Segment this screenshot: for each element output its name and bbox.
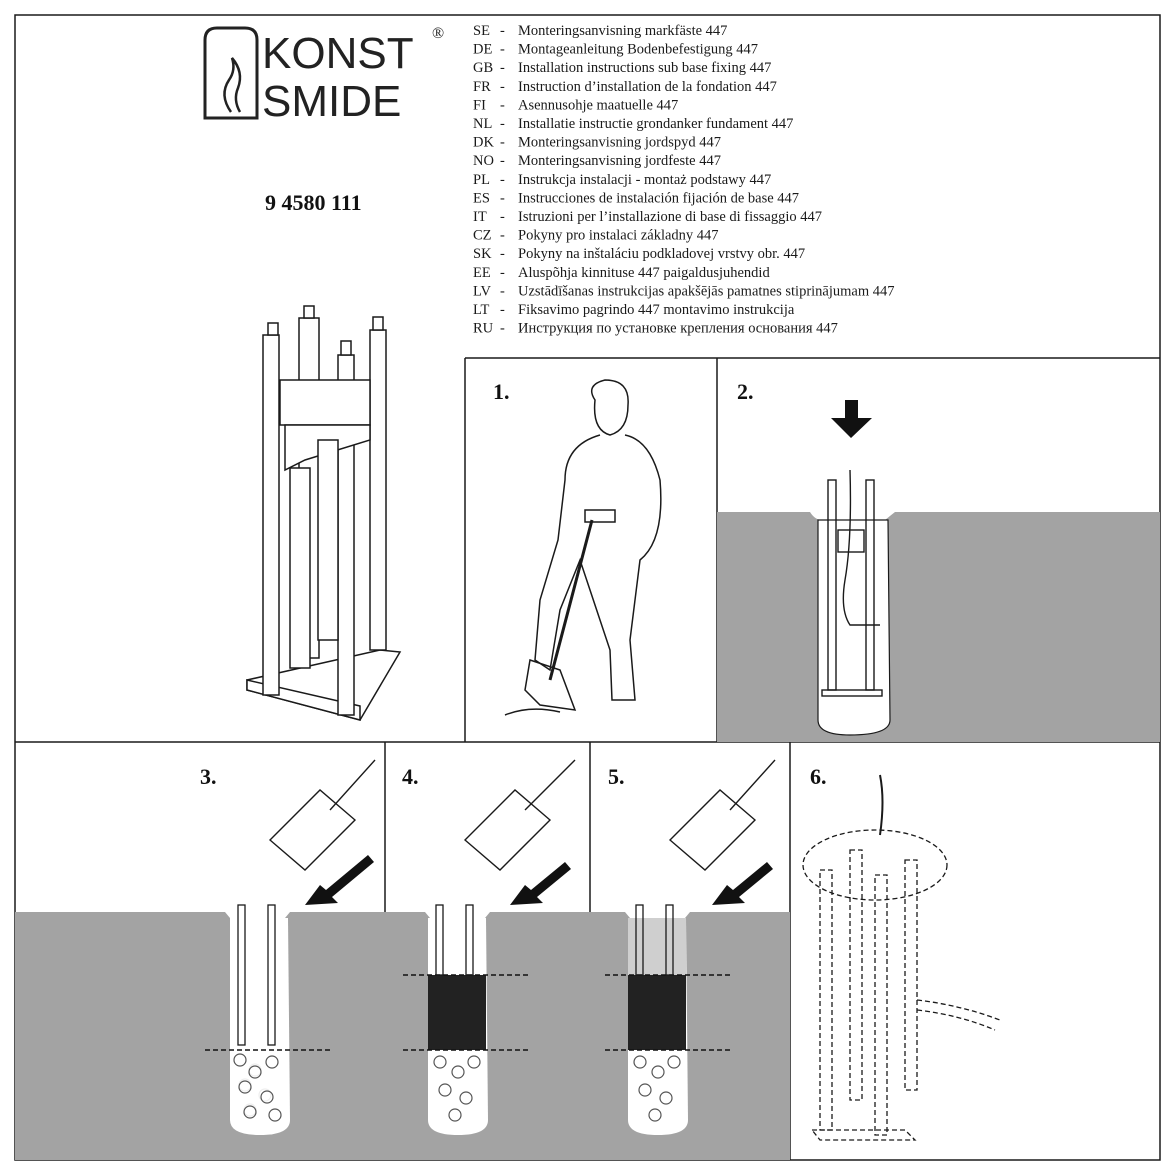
language-code: DE: [473, 42, 492, 58]
language-sep: -: [500, 265, 505, 281]
language-code: NL: [473, 116, 492, 132]
logo-text-konst: KONST: [262, 29, 414, 78]
konst-smide-logo: KONST SMIDE ®: [203, 25, 444, 126]
logo-text-smide: SMIDE: [262, 77, 401, 126]
language-text: Monteringsanvisning jordspyd 447: [518, 135, 721, 151]
language-text: Installatie instructie grondanker fundam…: [518, 116, 793, 132]
language-text: Instrukcja instalacji - montaż podstawy …: [518, 172, 771, 188]
language-text: Monteringsanvisning jordfeste 447: [518, 153, 721, 169]
language-code: LT: [473, 302, 490, 318]
language-text: Monteringsanvisning markfäste 447: [518, 23, 727, 39]
language-text: Istruzioni per l’installazione di base d…: [518, 209, 822, 225]
language-text: Instrucciones de instalación fijación de…: [518, 190, 799, 206]
step-5-label: 5.: [608, 764, 625, 789]
language-text: Instruction d’installation de la fondati…: [518, 79, 777, 95]
language-code: NO: [473, 153, 494, 169]
language-text: Installation instructions sub base fixin…: [518, 60, 771, 76]
language-sep: -: [500, 42, 505, 58]
language-sep: -: [500, 97, 505, 113]
step-2-illustration: [717, 400, 1160, 742]
language-sep: -: [500, 283, 505, 299]
language-text: Pokyny pro instalaci základny 447: [518, 228, 719, 244]
language-sep: -: [500, 246, 505, 262]
language-code: PL: [473, 172, 490, 188]
product-code: 9 4580 111: [265, 190, 362, 215]
step-2-label: 2.: [737, 379, 754, 404]
language-sep: -: [500, 79, 505, 95]
person-digging-illustration: [504, 379, 662, 716]
step-4-label: 4.: [402, 764, 419, 789]
language-text: Инструкция по установке крепления основа…: [518, 321, 838, 337]
step-6-buried-anchor: [802, 774, 1001, 1141]
shovel-arrows: [268, 759, 776, 905]
ground-anchor-drawing: [246, 305, 402, 721]
language-sep: -: [500, 153, 505, 169]
language-code: FI: [473, 97, 486, 113]
language-sep: -: [500, 23, 505, 39]
step-6-label: 6.: [810, 764, 827, 789]
language-text: Aluspõhja kinnituse 447 paigaldusjuhendi…: [518, 265, 770, 281]
step-1-label: 1.: [493, 379, 510, 404]
language-sep: -: [500, 172, 505, 188]
language-code: ES: [473, 190, 490, 206]
language-titles: SE-Monteringsanvisning markfäste 447DE-M…: [473, 23, 895, 337]
language-sep: -: [500, 190, 505, 206]
language-text: Montageanleitung Bodenbefestigung 447: [518, 42, 758, 58]
language-code: SE: [473, 23, 490, 39]
language-sep: -: [500, 135, 505, 151]
language-text: Uzstādīšanas instrukcijas apakšējās pama…: [518, 283, 895, 299]
language-sep: -: [500, 116, 505, 132]
language-code: FR: [473, 79, 491, 95]
registered-mark: ®: [432, 25, 444, 42]
language-sep: -: [500, 321, 505, 337]
language-sep: -: [500, 60, 505, 76]
language-code: LV: [473, 283, 492, 299]
language-code: IT: [473, 209, 487, 225]
language-code: RU: [473, 321, 494, 337]
language-sep: -: [500, 228, 505, 244]
language-sep: -: [500, 209, 505, 225]
language-code: CZ: [473, 228, 492, 244]
language-text: Pokyny na inštaláciu podkladovej vrstvy …: [518, 246, 805, 262]
step-3-label: 3.: [200, 764, 217, 789]
language-code: DK: [473, 135, 494, 151]
language-code: SK: [473, 246, 492, 262]
ground-sections: [15, 904, 790, 1160]
language-sep: -: [500, 302, 505, 318]
language-text: Asennusohje maatuelle 447: [518, 97, 678, 113]
language-code: GB: [473, 60, 493, 76]
language-code: EE: [473, 265, 491, 281]
language-text: Fiksavimo pagrindo 447 montavimo instruk…: [518, 302, 795, 318]
